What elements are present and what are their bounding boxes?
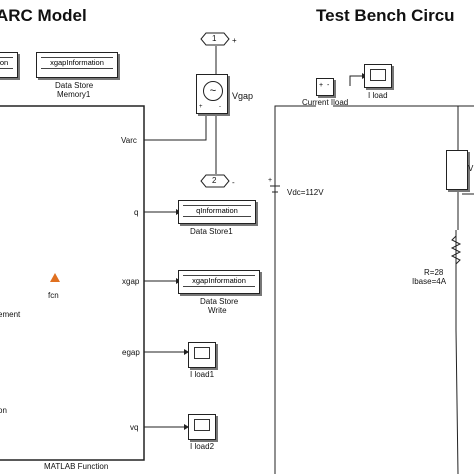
data-store-q[interactable]: qInformation (178, 200, 256, 224)
output-egap: egap (122, 348, 140, 357)
scope-iload1[interactable] (188, 342, 216, 368)
port-shape (200, 174, 230, 188)
data-store-write-caption-2: Write (208, 306, 227, 315)
data-store-write-xgap[interactable]: xgapInformation (178, 270, 260, 294)
dc-source-label: Vdc=112V (287, 188, 324, 197)
output-vq: vq (130, 423, 139, 432)
dc-source-plus: + (268, 177, 273, 184)
scope-iload2-caption: I load2 (190, 442, 215, 451)
data-store-memory-caption-2: Memory1 (57, 90, 91, 99)
scope-iload[interactable] (364, 64, 392, 88)
data-store-partial[interactable]: on (0, 52, 18, 78)
voltage-sensor-partial[interactable] (446, 150, 468, 190)
scope-iload-caption: I load (368, 91, 388, 100)
inport-1[interactable]: 1 (200, 32, 230, 46)
vgap-label: Vgap (232, 91, 254, 101)
resistor-label-2: Ibase=4A (412, 277, 447, 286)
scope-screen-icon (370, 69, 386, 81)
inport-2[interactable]: 2 (200, 174, 230, 188)
vgap-minus: - (219, 104, 221, 110)
data-store-write-xgap-text: xgapInformation (183, 275, 255, 287)
current-sensor-plus: + (319, 82, 324, 89)
scope-iload1-caption: I load1 (190, 370, 215, 379)
inport-1-number: 1 (212, 34, 217, 43)
data-store-memory-xgap-text: xgapInformation (41, 57, 113, 69)
matlab-logo-icon (50, 273, 60, 282)
data-store-q-text: qInformation (183, 205, 251, 217)
data-store-write-caption-1: Data Store (200, 297, 239, 306)
output-varc: Varc (121, 136, 137, 145)
matlab-fn-label: fcn (48, 291, 59, 300)
vgap-plus: + (199, 104, 203, 110)
scope-screen-icon (194, 419, 210, 431)
scope-iload2[interactable] (188, 414, 216, 440)
matlab-fn-caption: MATLAB Function (44, 462, 109, 471)
current-sensor[interactable]: + - (316, 78, 334, 96)
data-store-memory-xgap[interactable]: xgapInformation (36, 52, 118, 78)
inport-2-number: 2 (212, 176, 217, 185)
data-store-q-caption: Data Store1 (190, 227, 233, 236)
current-sensor-caption: Current Iload (302, 98, 349, 107)
data-store-memory-caption-1: Data Store (55, 81, 94, 90)
sine-icon: ~ (203, 81, 223, 101)
right-title: Test Bench Circu (316, 6, 455, 25)
scope-screen-icon (194, 347, 210, 359)
resistor-label-1: R=28 (424, 268, 444, 277)
inport-2-sign: - (232, 178, 235, 187)
inport-1-sign: + (232, 36, 237, 45)
vgap-voltage-sensor[interactable]: ~ + - (196, 74, 228, 114)
output-q: q (134, 208, 139, 217)
input-partial-1: ement (0, 310, 21, 319)
data-store-partial-text: on (0, 57, 13, 69)
current-sensor-minus: - (327, 82, 330, 89)
port-shape (200, 32, 230, 46)
input-partial-2: on (0, 406, 7, 415)
voltage-sensor-label: V (468, 164, 474, 173)
output-xgap: xgap (122, 277, 140, 286)
left-title: ARC Model (0, 6, 87, 25)
